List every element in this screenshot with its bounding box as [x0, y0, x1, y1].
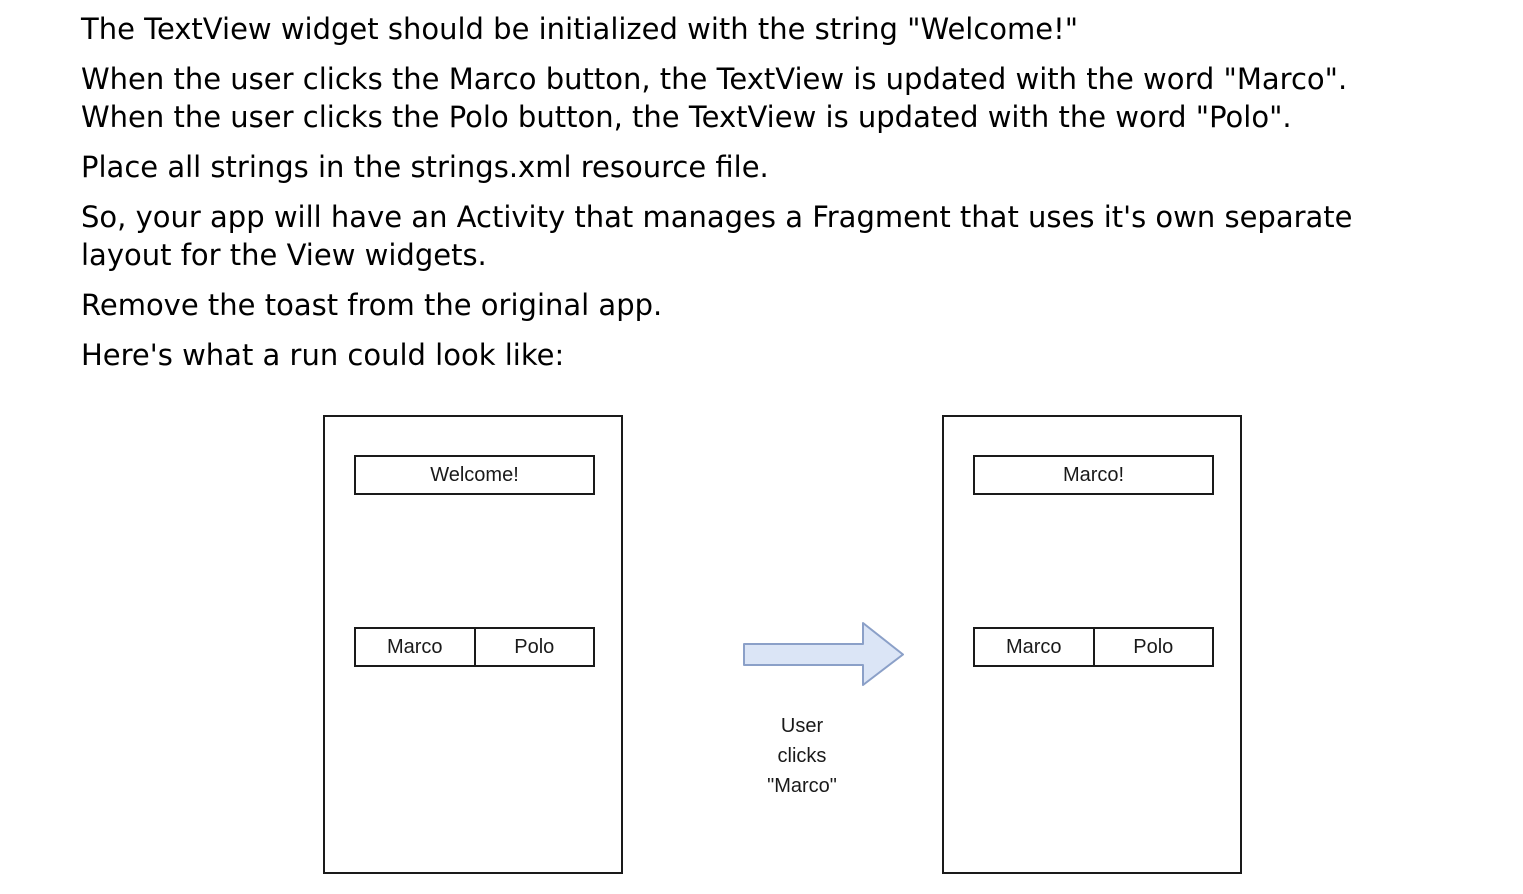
- paragraph-button-behavior: When the user clicks the Marco button, t…: [81, 62, 1348, 134]
- marco-button-after: Marco: [975, 629, 1095, 665]
- instruction-text-block: The TextView widget should be initialize…: [0, 0, 1523, 374]
- arrow-caption: User clicks "Marco": [767, 715, 837, 797]
- right-arrow-shape: [743, 622, 904, 686]
- paragraph-strings-xml: Place all strings in the strings.xml res…: [81, 150, 769, 184]
- right-arrow-icon: [743, 622, 904, 686]
- textview-welcome: Welcome!: [354, 455, 595, 495]
- paragraph-run-example-intro: Here's what a run could look like:: [81, 338, 565, 372]
- button-bar-before: Marco Polo: [354, 627, 595, 667]
- marco-button-before: Marco: [356, 629, 476, 665]
- textview-marco: Marco!: [973, 455, 1214, 495]
- phone-screen-after: Marco! Marco Polo: [942, 415, 1242, 874]
- button-bar-after: Marco Polo: [973, 627, 1214, 667]
- polo-button-after: Polo: [1133, 635, 1174, 658]
- polo-button-before: Polo: [514, 635, 555, 658]
- phone-screen-before: Welcome! Marco Polo: [323, 415, 623, 874]
- paragraph-textview-init: The TextView widget should be initialize…: [81, 12, 1079, 46]
- paragraph-activity-fragment: So, your app will have an Activity that …: [81, 200, 1353, 272]
- paragraph-remove-toast: Remove the toast from the original app.: [81, 288, 663, 322]
